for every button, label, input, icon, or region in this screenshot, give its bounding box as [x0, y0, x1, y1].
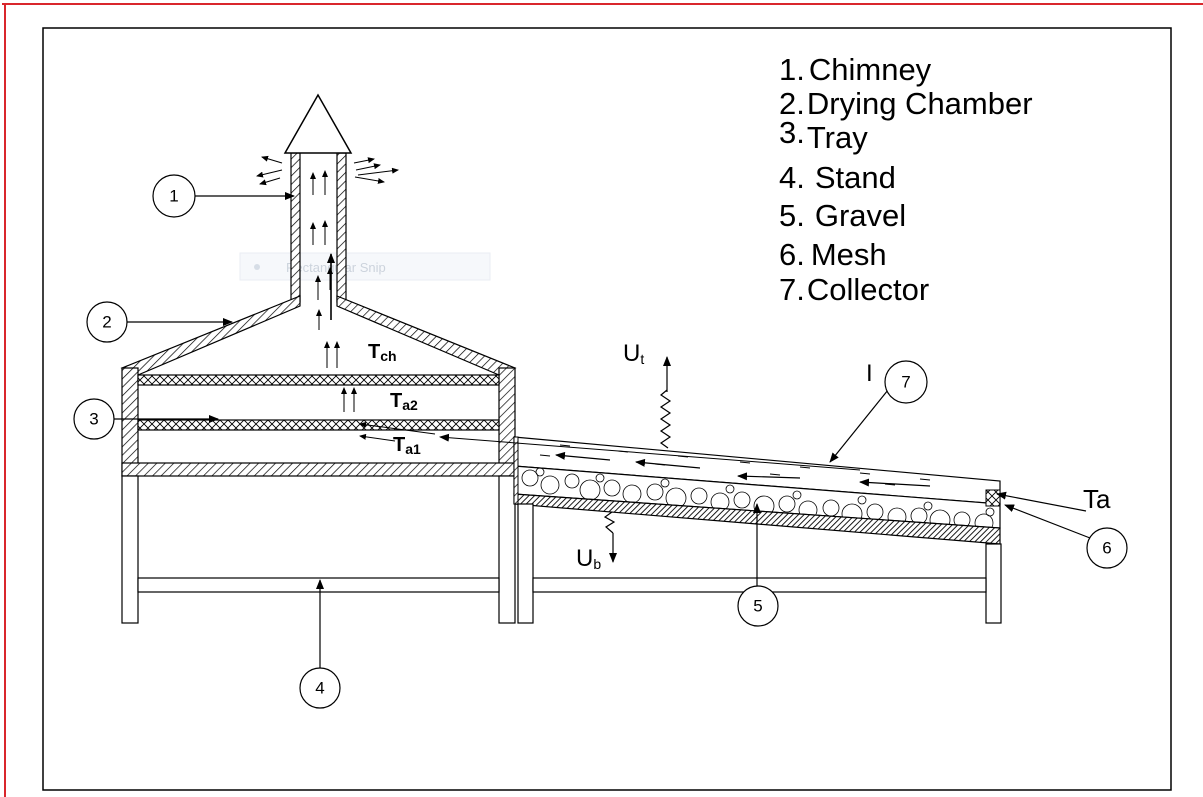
chimney: [283, 93, 353, 303]
label-u-b: Ub: [576, 545, 601, 572]
callout-6: 6: [1086, 527, 1128, 569]
label-ta: Ta: [1083, 484, 1111, 514]
exhaust-arrows: [256, 155, 399, 186]
chamber-floor: [121, 462, 516, 477]
label-i: I: [866, 360, 873, 387]
lower-tray: [137, 419, 500, 431]
legend-item-chimney: 1.Chimney: [779, 52, 932, 87]
collector-airflow-arrows: [439, 433, 931, 487]
svg-text:6: 6: [1102, 539, 1111, 558]
callout-7: 7: [884, 360, 928, 404]
chamber-wall-left: [121, 367, 139, 477]
dryer-stand: [121, 475, 516, 624]
legend: 1.Chimney 2.Drying Chamber 3.Tray 4.Stan…: [779, 52, 1033, 307]
chamber-roof-left: [120, 295, 301, 376]
legend-item-tray: 3.Tray: [779, 115, 868, 155]
callout-5: 5: [737, 585, 779, 627]
svg-text:2: 2: [102, 313, 111, 332]
svg-text:3: 3: [89, 410, 98, 429]
page-border: [2, 3, 1203, 797]
callout-4: 4: [299, 667, 341, 709]
callout-3: 3: [73, 398, 115, 440]
chimney-cap: [283, 93, 353, 154]
chamber-wall-right: [498, 367, 516, 477]
legend-item-collector: 7.Collector: [779, 272, 929, 307]
collector-stand: [517, 503, 1002, 624]
svg-text:7: 7: [901, 373, 910, 392]
svg-text:5: 5: [753, 597, 762, 616]
snip-label: Rectangular Snip: [286, 260, 386, 275]
bottom-heat-loss-arrow: [603, 511, 617, 563]
collector-end-wall: [513, 436, 519, 505]
svg-text:4: 4: [315, 679, 324, 698]
legend-item-gravel: 5.Gravel: [779, 198, 906, 233]
drying-chamber: [120, 295, 517, 477]
upper-tray: [137, 374, 500, 386]
callout-leaders: [113, 192, 1091, 669]
label-t-ch: Tch: [368, 341, 397, 364]
chamber-roof-right: [336, 295, 517, 376]
chimney-airflow-arrows: [310, 170, 357, 412]
legend-item-mesh: 6.Mesh: [779, 237, 887, 272]
legend-item-drying-chamber: 2.Drying Chamber: [779, 86, 1033, 121]
snip-overlay: Rectangular Snip: [239, 252, 491, 281]
legend-item-stand: 4.Stand: [779, 160, 896, 195]
top-heat-loss-arrow: [659, 356, 672, 449]
label-t-a1: Ta1: [393, 434, 421, 457]
label-t-a2: Ta2: [390, 390, 418, 413]
drawing-frame: [42, 27, 1172, 791]
mesh-edge: [985, 489, 1001, 507]
callout-1: 1: [152, 174, 196, 218]
label-u-t: Ut: [623, 340, 644, 367]
svg-text:1: 1: [169, 187, 178, 206]
callout-2: 2: [86, 301, 128, 343]
